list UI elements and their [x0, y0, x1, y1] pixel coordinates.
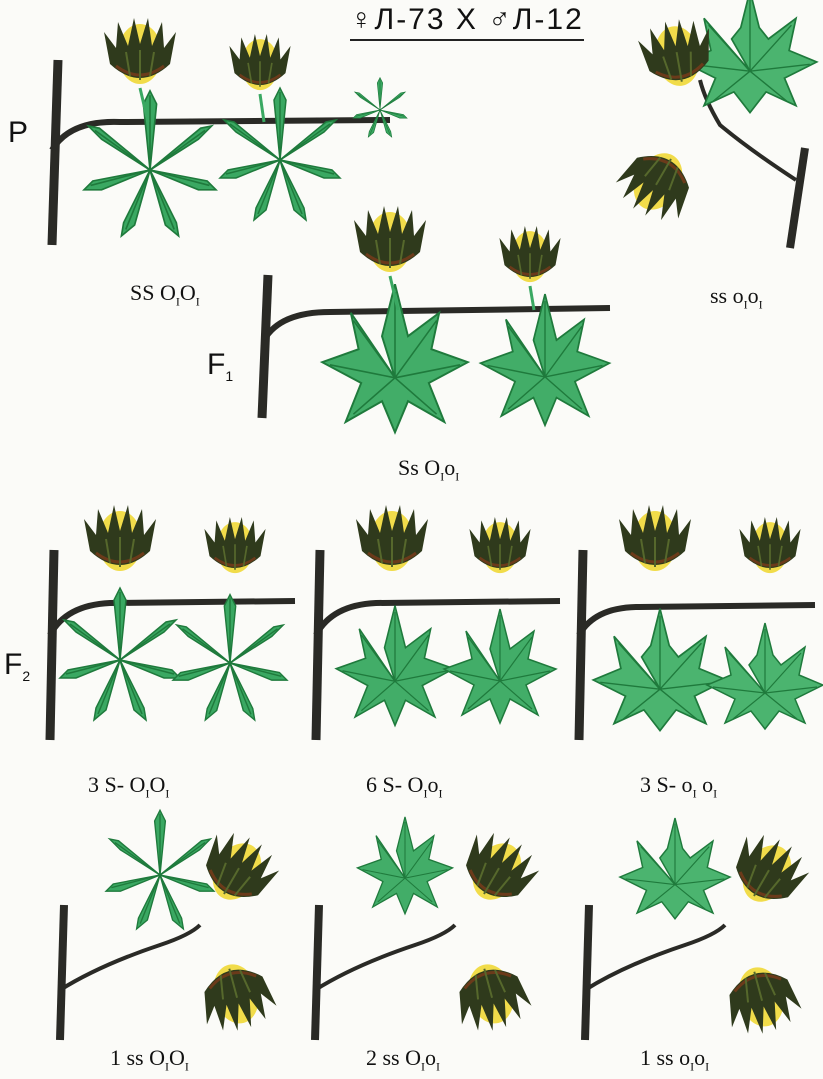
genotype-f2-row1-3: 3 S- oI oI	[640, 772, 717, 806]
generation-label-f1: F1	[207, 350, 233, 391]
genotype-parent-male: ss oIoI	[710, 283, 763, 317]
plant-f2-okra-dominant	[30, 495, 300, 765]
plant-f2-row2-normal	[575, 815, 815, 1045]
plant-f2-row2-okra	[50, 815, 290, 1045]
genotype-f2-row1-2: 6 S- OIoI	[366, 772, 442, 806]
genotype-f2-row2-3: 1 ss oIoI	[640, 1045, 709, 1079]
plant-f2-normal	[565, 495, 820, 765]
plant-f2-row2-intermediate	[305, 815, 545, 1045]
genotype-f2-row2-2: 2 ss OIoI	[366, 1045, 440, 1079]
genotype-parent-female: SS OIOI	[130, 280, 200, 314]
plant-f2-intermediate	[300, 495, 570, 765]
genotype-f1: Ss OIoI	[398, 455, 459, 489]
plant-f1	[250, 180, 640, 450]
genotype-f2-row2-1: 1 ss OIOI	[110, 1045, 189, 1079]
generation-label-f2: F2	[4, 650, 30, 691]
generation-label-p: P	[8, 118, 28, 148]
genotype-f2-row1-1: 3 S- OIOI	[88, 772, 169, 806]
